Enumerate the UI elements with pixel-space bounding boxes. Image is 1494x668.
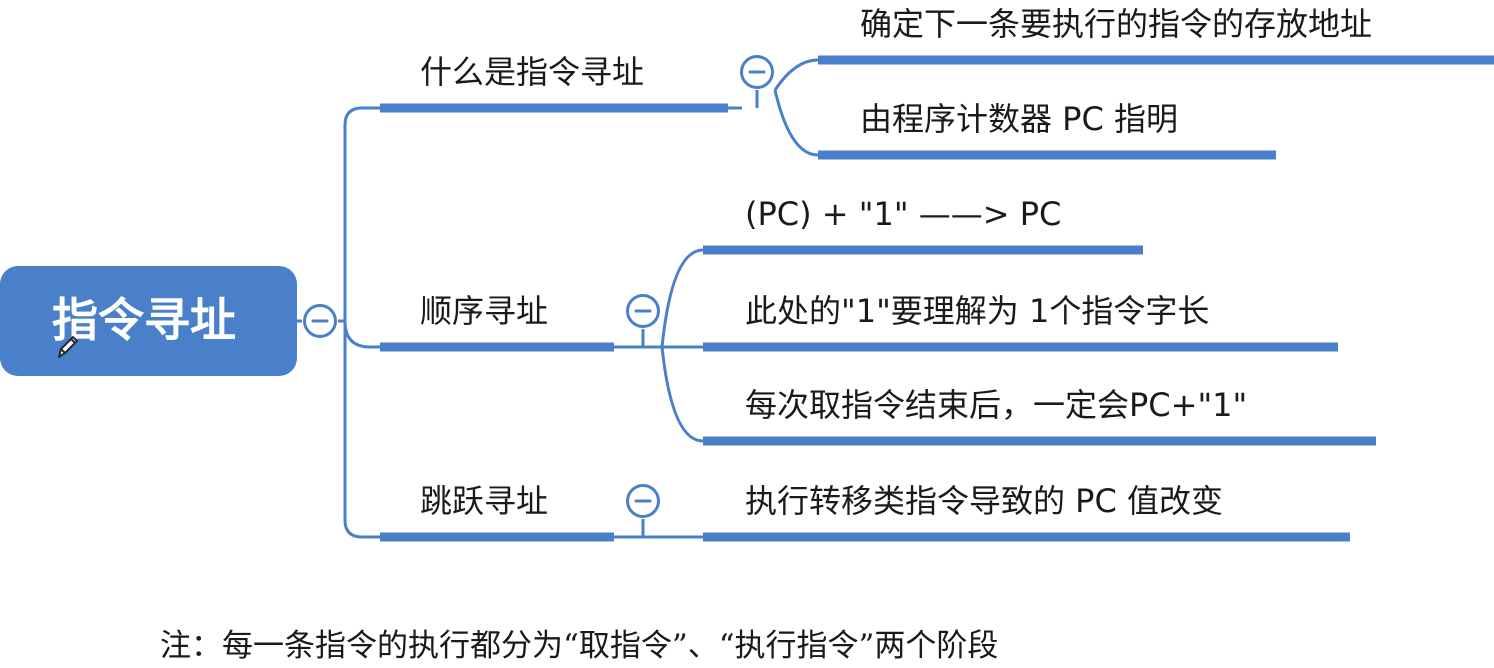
connector-trunk-branch-1: [343, 106, 380, 321]
branch-label-what-is-addressing[interactable]: 什么是指令寻址: [420, 53, 645, 91]
connector-branch1-child-2: [773, 89, 819, 157]
child-label-3-1[interactable]: 执行转移类指令导致的 PC 值改变: [745, 482, 1223, 520]
connector-branch2-child-1: [660, 248, 704, 348]
footnote: 注：每一条指令的执行都分为“取指令”、“执行指令”两个阶段: [160, 628, 999, 664]
connector-trunk-branch-2: [343, 320, 380, 349]
pencil-icon: [58, 336, 78, 358]
collapse-branch-2-minus-circle-icon[interactable]: [625, 293, 661, 329]
child-label-2-1[interactable]: (PC) + "1" ——> PC: [745, 195, 1062, 233]
connector-branch1-child-1: [773, 58, 819, 91]
child-label-1-1[interactable]: 确定下一条要执行的指令的存放地址: [860, 5, 1373, 43]
child-label-1-2[interactable]: 由程序计数器 PC 指明: [860, 100, 1178, 138]
collapse-branch-1-minus-circle-icon[interactable]: [739, 54, 775, 90]
collapse-root-minus-circle-icon[interactable]: [302, 303, 338, 339]
child-label-2-3[interactable]: 每次取指令结束后，一定会PC+"1": [745, 386, 1248, 424]
branch-label-jump-addressing[interactable]: 跳跃寻址: [420, 482, 549, 520]
connector-trunk-branch-3: [343, 321, 380, 539]
collapse-branch-3-minus-circle-icon[interactable]: [625, 483, 661, 519]
connector-branch2-child-3: [660, 346, 704, 443]
root-node[interactable]: [0, 266, 297, 376]
child-label-2-2[interactable]: 此处的"1"要理解为 1个指令字长: [745, 292, 1210, 330]
branch-label-sequential-addressing[interactable]: 顺序寻址: [420, 292, 549, 330]
root-label: 指令寻址: [52, 293, 236, 347]
